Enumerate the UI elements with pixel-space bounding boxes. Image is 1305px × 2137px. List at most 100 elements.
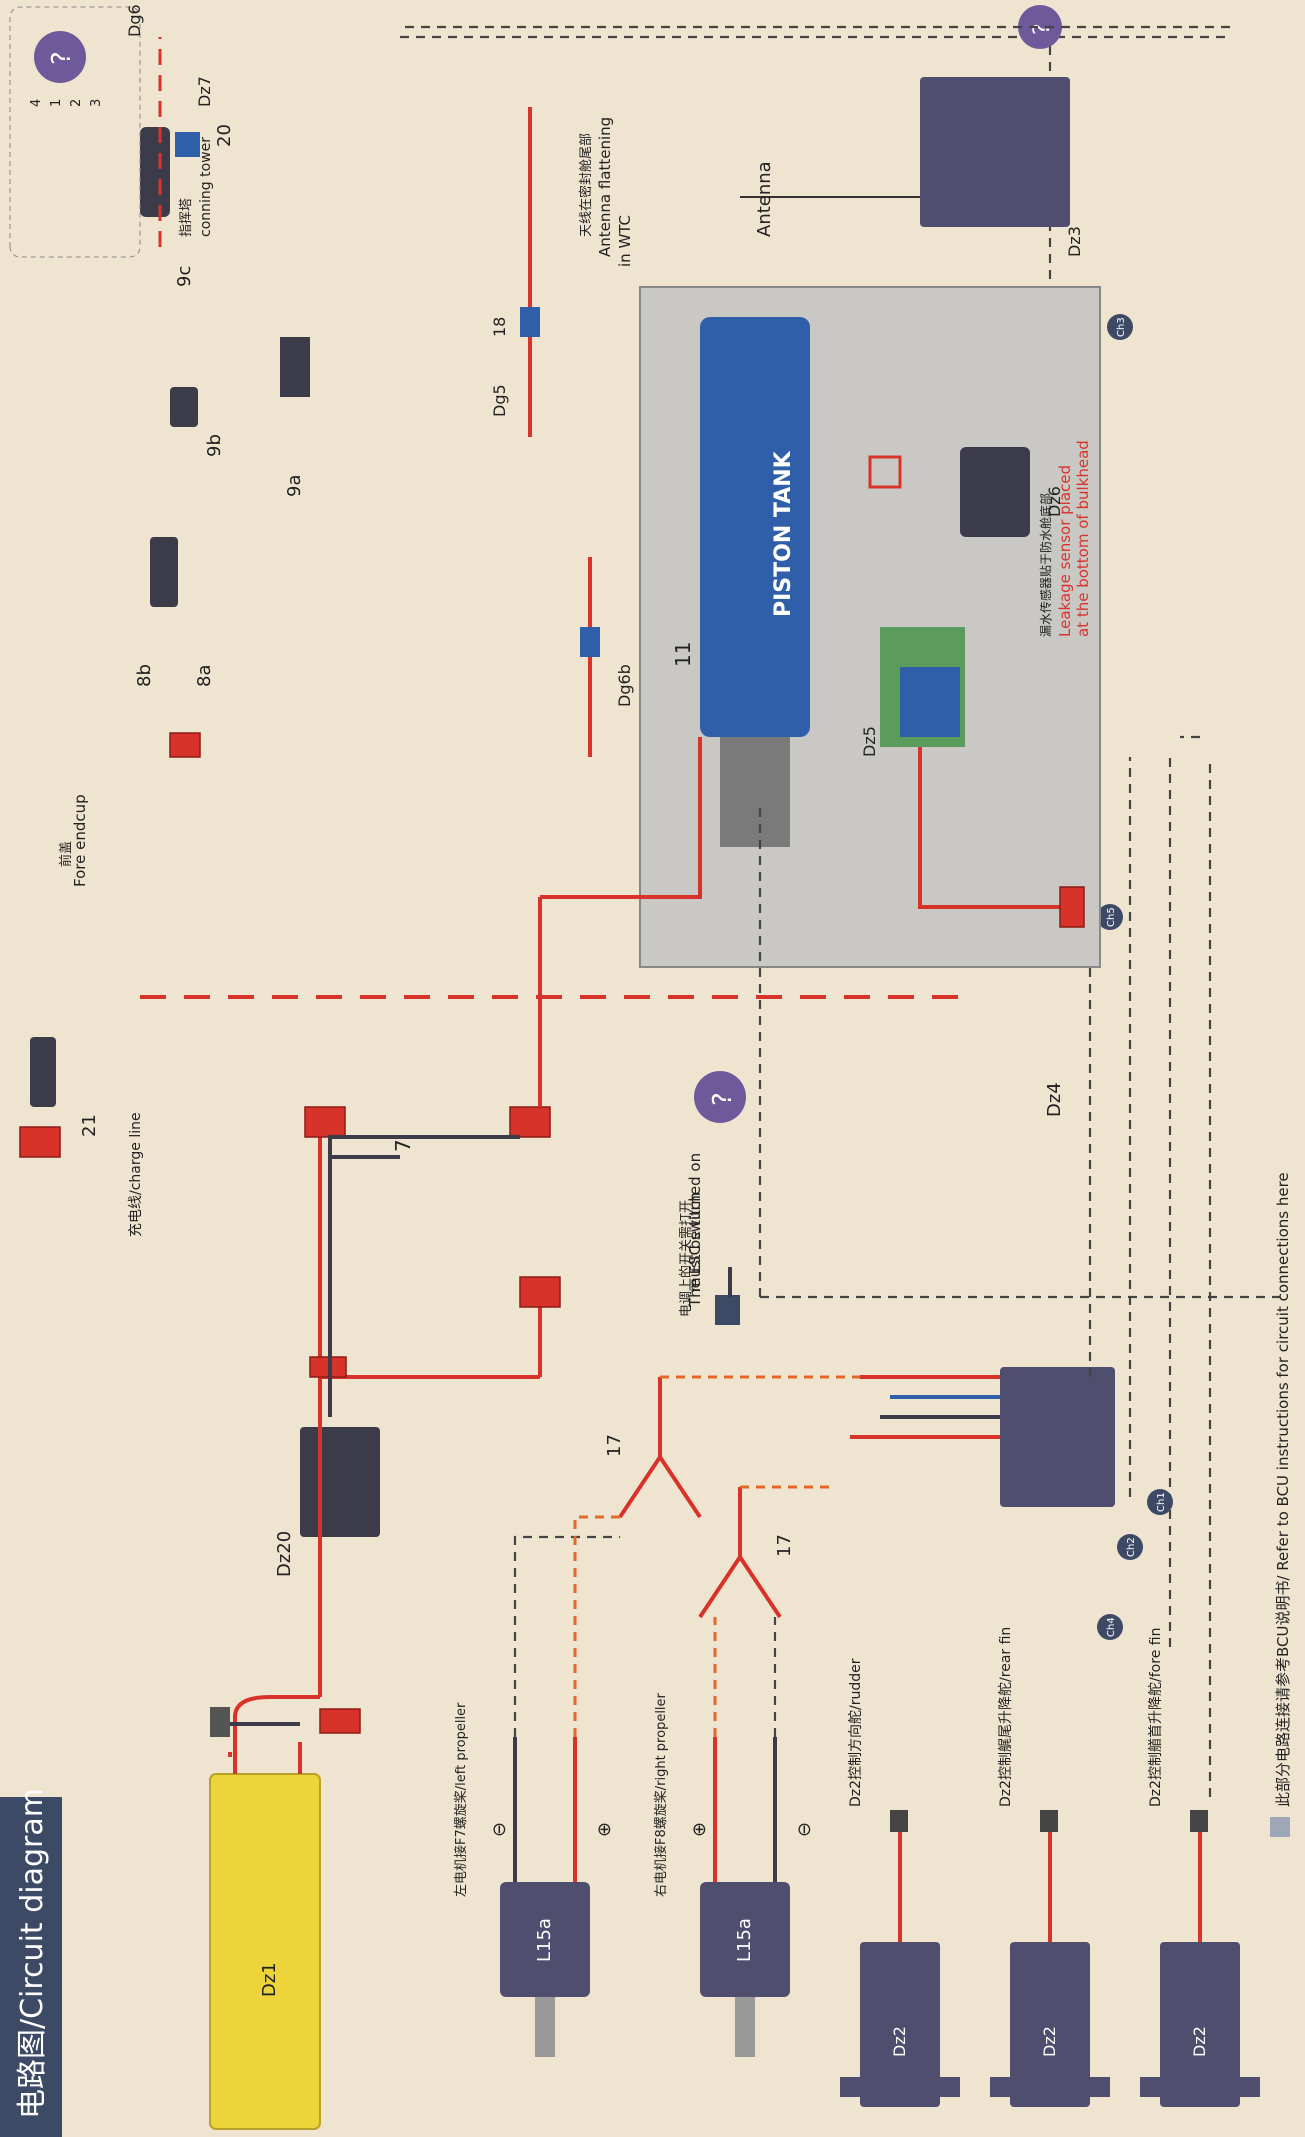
dz6-label: Dz6 bbox=[1045, 486, 1064, 517]
label-9a: 9a bbox=[284, 475, 305, 497]
right-motor-body bbox=[700, 1882, 790, 1997]
help-icon-top-glyph: ? bbox=[47, 51, 77, 65]
dz5-relay bbox=[900, 667, 960, 737]
charge-line-label: 充电线/charge line bbox=[128, 1112, 144, 1237]
charge-plug bbox=[30, 1037, 56, 1107]
dz7-servo bbox=[175, 132, 200, 157]
piston-tank-label: PISTON TANK bbox=[771, 450, 796, 617]
fore-fin-label: Dz2控制艏首升降舵/fore fin bbox=[1148, 1628, 1164, 1807]
servo-fore-fin-body bbox=[1160, 1942, 1240, 2107]
pin-2: 2 bbox=[69, 99, 84, 107]
left-motor-body bbox=[500, 1882, 590, 1997]
servo-rear-fin: Dz2 Dz2控制艉尾升降舵/rear fin bbox=[990, 1627, 1110, 2107]
charge-line: 21 充电线/charge line bbox=[19, 1037, 144, 1237]
dg6b-label: Dg6b bbox=[615, 664, 634, 707]
servo-rudder-label: Dz2 bbox=[890, 2026, 909, 2057]
right-motor-minus: ⊖ bbox=[794, 1822, 815, 1837]
left-propeller-label: 左电机接F7螺旋桨/left propeller bbox=[453, 1702, 469, 1897]
dz20-box bbox=[300, 1427, 380, 1537]
power-board-7: Dz20 7 bbox=[274, 1106, 561, 1697]
leak-note-en1: Leakage sensor placed bbox=[1056, 465, 1074, 637]
ch5-badge bbox=[1097, 904, 1123, 930]
charge-connector bbox=[19, 1126, 61, 1158]
connector-9a bbox=[280, 337, 310, 397]
ch1-label: Ch1 bbox=[1156, 1492, 1167, 1512]
conning-tower-box bbox=[9, 6, 141, 258]
dz3-box bbox=[920, 77, 1070, 227]
servo-rear-fin-body bbox=[1010, 1942, 1090, 2107]
servo-rudder-body bbox=[860, 1942, 940, 2107]
battery-connector bbox=[319, 1708, 361, 1734]
connector-8a bbox=[169, 732, 201, 758]
pin-4: 4 bbox=[29, 99, 44, 107]
channel-badges: Ch4 Ch2 Ch1 Ch5 Ch3 bbox=[1097, 314, 1173, 1640]
board7-conn-b bbox=[304, 1106, 346, 1138]
dg6b-inline bbox=[580, 627, 600, 657]
right-motor-plus: ⊕ bbox=[689, 1822, 710, 1837]
title-band bbox=[0, 1797, 62, 2137]
ch5-label: Ch5 bbox=[1106, 907, 1117, 927]
ch4-badge bbox=[1097, 1614, 1123, 1640]
fore-endcup-connectors: 前盖 Fore endcup 8b 8a 9b 9a 9c 20 bbox=[58, 124, 960, 999]
connector-9c bbox=[140, 127, 170, 217]
dg5-cable: 18 Dg5 bbox=[490, 107, 540, 437]
right-motor-label: L15a bbox=[734, 1918, 755, 1962]
dg6b-cable: Dg6b bbox=[580, 557, 634, 757]
left-motor-label: L15a bbox=[534, 1918, 555, 1962]
dg6-label: Dg6 bbox=[125, 4, 144, 37]
label-8a: 8a bbox=[194, 665, 215, 687]
board7-conn-d bbox=[509, 1106, 551, 1138]
dz20-label: Dz20 bbox=[274, 1531, 295, 1577]
ch2-label: Ch2 bbox=[1126, 1537, 1137, 1557]
esc-body bbox=[1000, 1367, 1115, 1507]
balance-plug bbox=[210, 1707, 230, 1737]
help-icon-receiver[interactable] bbox=[1018, 5, 1062, 49]
receiver-dz3: Dz3 Antenna 天线在密封舱尾部 Antenna flattening … bbox=[578, 5, 1084, 267]
label-8b: 8b bbox=[134, 664, 155, 687]
antenna-note-en2: in WTC bbox=[616, 215, 634, 267]
antenna-note-en1: Antenna flattening bbox=[596, 117, 614, 257]
right-motor: L15a ⊕ ⊖ 右电机接F8螺旋桨/right propeller bbox=[653, 1692, 815, 2057]
battery-body bbox=[209, 1773, 321, 2130]
left-motor: L15a ⊖ ⊕ 左电机接F7螺旋桨/left propeller bbox=[453, 1702, 615, 2057]
leak-note-en2: at the bottom of bulkhead bbox=[1074, 440, 1092, 637]
servo-rear-fin-tab bbox=[990, 2077, 1110, 2097]
fore-endcup-en: Fore endcup bbox=[71, 794, 89, 887]
help-icon-top[interactable] bbox=[34, 31, 86, 83]
label-9c: 9c bbox=[174, 266, 195, 287]
battery-label: Dz1 bbox=[259, 1962, 280, 1997]
dg5-inline-18 bbox=[520, 307, 540, 337]
note-marker bbox=[1270, 1817, 1290, 1837]
antenna-note-cn: 天线在密封舱尾部 bbox=[578, 133, 594, 237]
right-motor-shaft bbox=[735, 1997, 755, 2057]
ch2-badge bbox=[1117, 1534, 1143, 1560]
ch3-label: Ch3 bbox=[1116, 317, 1127, 337]
board7-label: 7 bbox=[391, 1139, 415, 1152]
esc-note-cn: 电调上的开关需打开 bbox=[678, 1200, 694, 1317]
leak-sensor bbox=[868, 455, 902, 489]
dz7-label: Dz7 bbox=[195, 76, 214, 107]
antenna-label: Antenna bbox=[754, 161, 775, 237]
help-icon-center-glyph: ? bbox=[708, 1092, 738, 1106]
conning-tower-en: conning tower bbox=[198, 137, 214, 237]
conning-tower: ? Dg6 Dz7 指挥塔 conning tower 4 1 2 3 bbox=[9, 4, 214, 258]
diagram-title: 电路图/Circuit diagram bbox=[15, 1788, 50, 2119]
bcu-note: 此部分电路连接请参考BCU说明书/ Refer to BCU instructi… bbox=[1274, 1172, 1292, 1807]
ch1-badge bbox=[1147, 1489, 1173, 1515]
esc-note-en2: must be turned on bbox=[686, 1153, 704, 1292]
esc-note-en1: The ESC switch bbox=[686, 1192, 704, 1308]
servo-fore-fin-tab bbox=[1140, 2077, 1260, 2097]
y-splitter-a-label: 17 bbox=[604, 1434, 625, 1457]
board7-conn-c bbox=[519, 1276, 561, 1308]
dz3-label: Dz3 bbox=[1065, 226, 1084, 257]
dz5-label: Dz5 bbox=[860, 726, 879, 757]
piston-motor bbox=[720, 737, 790, 847]
help-icon-center[interactable] bbox=[694, 1071, 746, 1123]
fore-endcup-cn: 前盖 bbox=[58, 841, 74, 867]
y-splitter-b-label: 17 bbox=[774, 1534, 795, 1557]
connector-9b bbox=[170, 387, 198, 427]
esc-switch[interactable] bbox=[715, 1295, 740, 1325]
esc-dz4: Dz4 电调上的开关需打开 The ESC switch must be tur… bbox=[678, 1082, 1115, 1507]
